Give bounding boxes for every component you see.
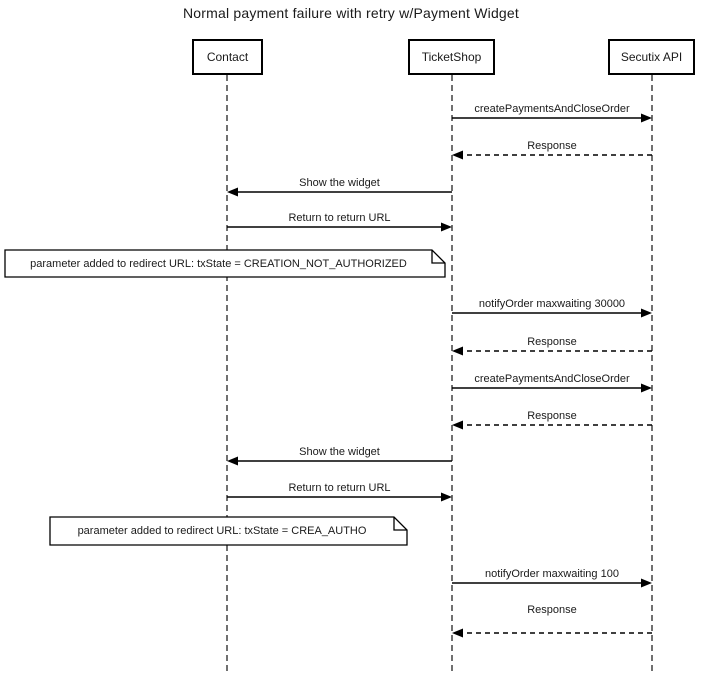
message-label-11: notifyOrder maxwaiting 100 — [485, 568, 619, 580]
arrowhead-left-6 — [452, 346, 463, 356]
actor-box-contact: Contact — [192, 39, 263, 75]
arrowhead-left-12 — [452, 628, 463, 638]
arrowhead-left-3 — [227, 187, 238, 197]
arrowhead-left-2 — [452, 150, 463, 160]
message-label-12: Response — [527, 604, 577, 616]
message-label-6: Response — [527, 336, 577, 348]
message-label-4: Return to return URL — [288, 212, 391, 224]
message-label-9: Show the widget — [299, 446, 380, 458]
arrowhead-right-5 — [641, 308, 652, 318]
note-shape-creation-not-authorized — [4, 249, 446, 278]
note-creation-not-authorized: parameter added to redirect URL: txState… — [30, 257, 407, 270]
actor-label-contact: Contact — [206, 50, 249, 64]
arrowhead-right-1 — [641, 113, 652, 123]
arrowhead-right-11 — [641, 578, 652, 588]
actor-label-ticketshop: TicketShop — [421, 50, 482, 64]
diagram-title: Normal payment failure with retry w/Paym… — [183, 5, 519, 21]
actor-label-secutix: Secutix API — [620, 50, 683, 64]
arrowhead-right-4 — [441, 222, 452, 232]
arrowhead-right-10 — [441, 492, 452, 502]
message-label-5: notifyOrder maxwaiting 30000 — [478, 298, 626, 310]
note-shape-crea-autho — [49, 516, 408, 546]
message-label-3: Show the widget — [299, 177, 380, 189]
message-label-8: Response — [527, 410, 577, 422]
message-label-7: createPaymentsAndCloseOrder — [474, 373, 630, 385]
message-label-1: createPaymentsAndCloseOrder — [474, 103, 630, 115]
note-crea-autho: parameter added to redirect URL: txState… — [77, 525, 367, 537]
arrowhead-left-8 — [452, 420, 463, 430]
message-label-10: Return to return URL — [288, 482, 391, 494]
actor-box-ticketshop: TicketShop — [408, 39, 495, 75]
message-label-2: Response — [527, 140, 577, 152]
arrowhead-right-7 — [641, 383, 652, 393]
arrowhead-left-9 — [227, 456, 238, 466]
actor-box-secutix: Secutix API — [608, 39, 695, 75]
